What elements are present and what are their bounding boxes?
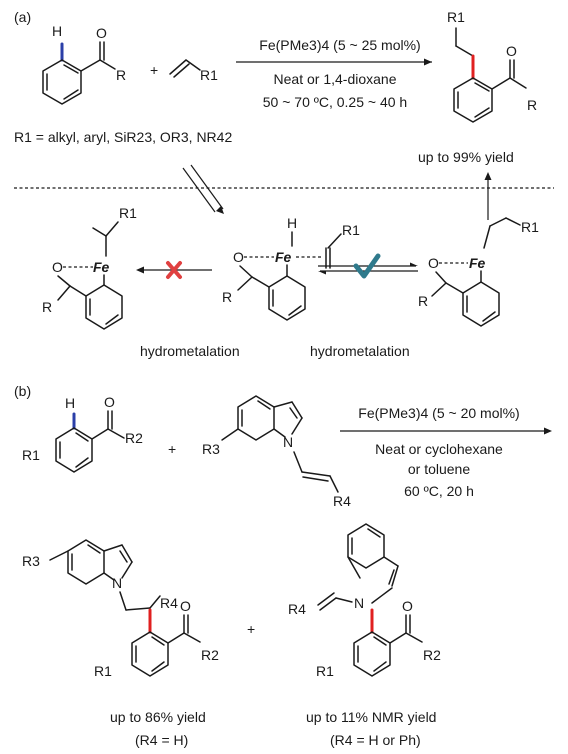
- product1-r4-label: R4: [160, 595, 178, 611]
- intermediate-center-fe-label: Fe: [275, 249, 292, 265]
- panel-a-solvent: Neat or 1,4-dioxane: [274, 71, 397, 87]
- panel-b-indole-r3-label: R3: [202, 441, 220, 457]
- panel-b-plus: +: [168, 441, 176, 457]
- panel-a-product-r1-label: R1: [447, 9, 465, 25]
- panel-a-alkene: R1: [169, 59, 218, 83]
- product2-r4-label: R4: [288, 601, 306, 617]
- panel-a-product: R1 O R: [447, 9, 537, 123]
- product-benzene-ring: [453, 77, 493, 123]
- product1-r2-label: R2: [201, 647, 219, 663]
- panel-b-aryl-ketone: H O R2 R1: [22, 394, 143, 473]
- panel-a-alkene-r1-label: R1: [200, 67, 218, 83]
- panel-a-temperature-time: 50 ~ 70 ºC, 0.25 ~ 40 h: [263, 94, 407, 110]
- panel-b-vinyl-indole: N R3 R4: [202, 395, 351, 509]
- panel-a-r1-definition: R1 = alkyl, aryl, SiR23, OR3, NR42: [14, 129, 232, 145]
- panel-b-indole-r4-label: R4: [333, 493, 351, 509]
- panel-b-temperature-time: 60 ºC, 20 h: [404, 483, 474, 499]
- benzene-ring: [42, 59, 82, 105]
- product1-o-label: O: [180, 598, 191, 614]
- panel-a-plus: +: [150, 62, 158, 78]
- intermediate-center: H O Fe R1 R: [222, 215, 360, 321]
- panel-a-product-o-label: O: [506, 43, 517, 59]
- panel-b-reactant-o-label: O: [104, 394, 115, 410]
- product2-n-label: N: [354, 595, 364, 611]
- product1-r3-label: R3: [22, 553, 40, 569]
- panel-b-indole-n-label: N: [283, 434, 293, 450]
- cross-icon: [166, 261, 182, 279]
- product1-r1-label: R1: [94, 663, 112, 679]
- intermediate-right-fe-label: Fe: [469, 255, 486, 271]
- panel-a-reactant-r-label: R: [116, 67, 126, 83]
- intermediate-right-o-label: O: [428, 255, 439, 271]
- panel-a-label: (a): [14, 9, 31, 25]
- intermediate-left: R1 O Fe R: [42, 205, 137, 330]
- product2-r2-label: R2: [423, 647, 441, 663]
- panel-a-reaction-arrowhead: [424, 58, 432, 66]
- panel-b-solvent-line1: Neat or cyclohexane: [375, 441, 503, 457]
- intermediate-center-r-label: R: [222, 289, 232, 305]
- panel-b-plus-2: +: [247, 621, 255, 637]
- product2-yield: up to 11% NMR yield: [306, 709, 436, 725]
- product2-note: (R4 = H or Ph): [330, 732, 421, 748]
- panel-a-catalyst: Fe(PMe3)4 (5 ~ 25 mol%): [259, 37, 420, 53]
- product2-o-label: O: [402, 598, 413, 614]
- intermediate-left-r-label: R: [42, 299, 52, 315]
- panel-a-aryl-ketone: H O R: [42, 23, 126, 105]
- panel-a-product-r-label: R: [527, 97, 537, 113]
- panel-b-reactant-h-label: H: [65, 395, 75, 411]
- intermediate-center-h-label: H: [287, 215, 297, 231]
- product1-note: (R4 = H): [135, 732, 188, 748]
- intermediate-right-r1-label: R1: [521, 219, 539, 235]
- product2-r1-label: R1: [316, 663, 334, 679]
- intermediate-left-o-label: O: [52, 259, 63, 275]
- label-hydrometalation-left: hydrometalation: [140, 343, 240, 359]
- intermediate-center-r1-label: R1: [342, 222, 360, 238]
- panel-b-catalyst: Fe(PMe3)4 (5 ~ 20 mol%): [358, 405, 519, 421]
- panel-a-reactant-h-label: H: [52, 23, 62, 39]
- panel-b-reactant-r2-label: R2: [125, 430, 143, 446]
- label-hydrometalation-right: hydrometalation: [310, 343, 410, 359]
- intermediate-center-o-label: O: [233, 249, 244, 265]
- panel-b-product1: N R3 R4 O R2 R1: [22, 539, 219, 679]
- mechanism-arrow-down: [182, 167, 216, 213]
- panel-b-solvent-line2: or toluene: [408, 461, 470, 477]
- panel-b-label: (b): [14, 383, 31, 399]
- panel-b-reactant-r1-label: R1: [22, 447, 40, 463]
- panel-b-product2: N R4 O R2 R1: [288, 523, 441, 679]
- intermediate-right: R1 O Fe R: [418, 217, 539, 327]
- panel-a-yield: up to 99% yield: [418, 149, 514, 165]
- product1-n-label: N: [112, 575, 122, 591]
- product1-yield: up to 86% yield: [110, 709, 206, 725]
- intermediate-left-r1-label: R1: [119, 205, 137, 221]
- check-icon: [353, 253, 381, 279]
- panel-a-reactant-o-label: O: [96, 25, 107, 41]
- intermediate-right-r-label: R: [418, 293, 428, 309]
- intermediate-left-fe-label: Fe: [93, 259, 110, 275]
